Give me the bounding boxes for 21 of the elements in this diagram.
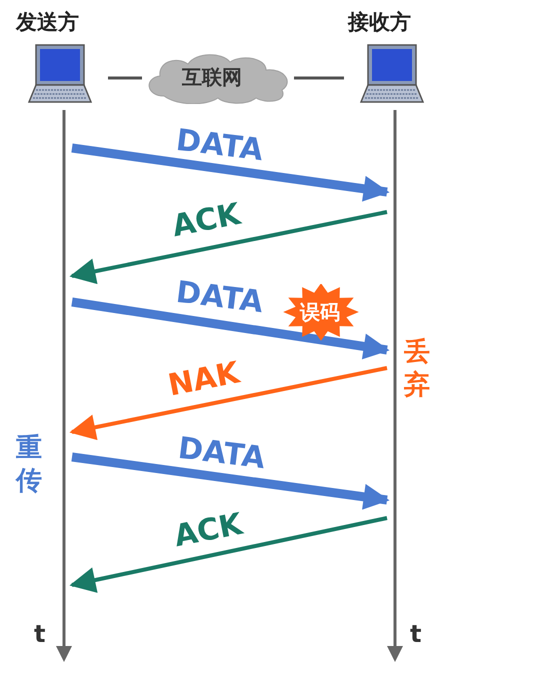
time-axis-label: t [34, 620, 46, 648]
time-axis-label: t [410, 620, 422, 648]
note-text: 重传 [16, 432, 43, 497]
connector-line [294, 76, 344, 80]
edge-label: ACK [171, 506, 246, 554]
node-heading: 接收方 [348, 9, 411, 36]
arrow [69, 210, 388, 284]
arrow [69, 516, 388, 593]
edge-label: DATA [174, 274, 265, 320]
note-text: 丢弃 [404, 336, 431, 401]
connector-line [108, 76, 142, 80]
edge-label: ACK [169, 196, 244, 244]
arrow [71, 144, 390, 202]
cloud-label: 互联网 [182, 64, 242, 91]
arrow [71, 298, 390, 360]
edge-label: DATA [174, 122, 265, 168]
arrow [69, 366, 388, 440]
node-heading: 发送方 [16, 9, 79, 36]
edge-label: DATA [176, 430, 267, 476]
arrow [71, 452, 390, 510]
edge-label: NAK [165, 356, 242, 404]
